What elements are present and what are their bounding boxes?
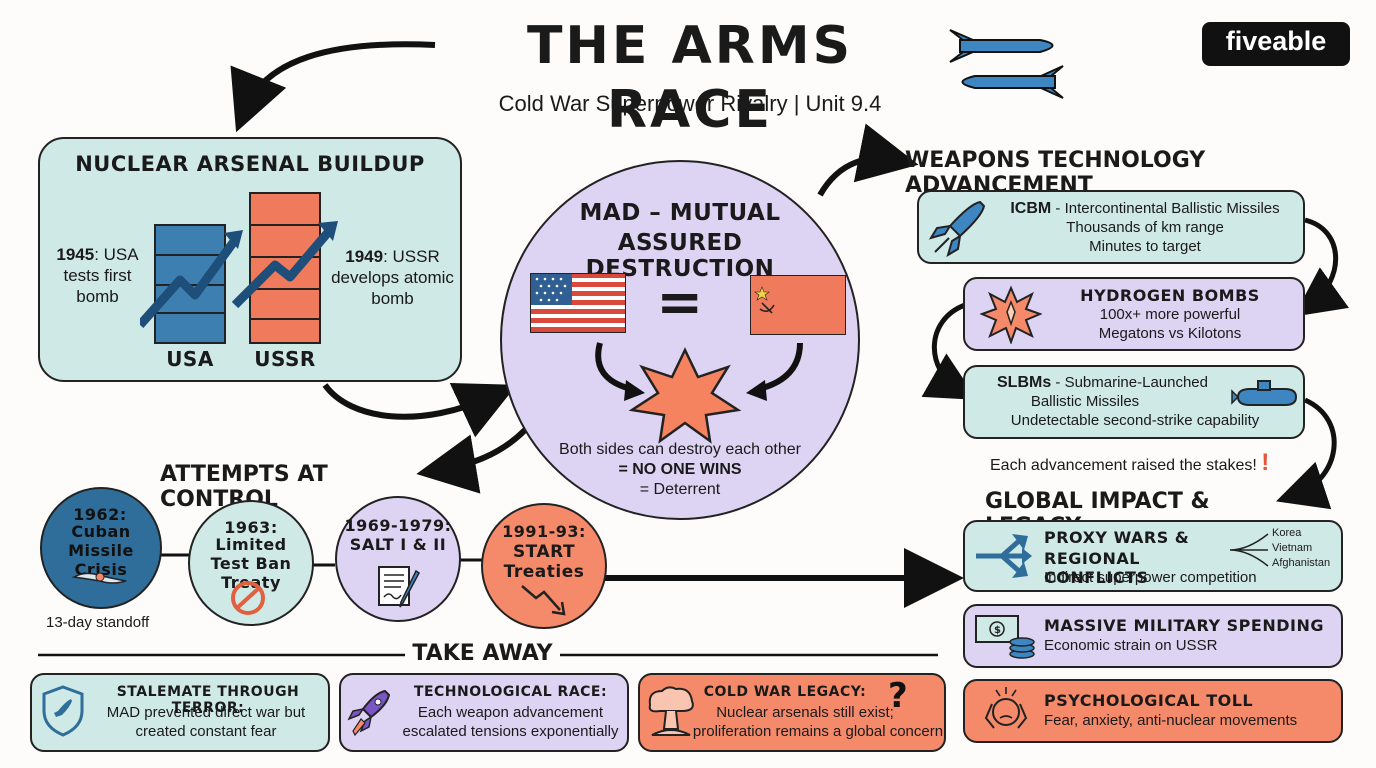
mushroom-cloud-icon [648,686,694,736]
slbm-label: SLBMs [997,374,1052,391]
trend-down-icon [521,585,566,616]
mad-circle [500,160,860,520]
takeaway-stalemate-title: STALEMATE THROUGH TERROR: [116,684,300,716]
hbomb-title: HYDROGEN BOMBS [1080,286,1260,305]
hbomb-line-1: 100x+ more powerful [1099,306,1241,323]
arrow-mad-to-control [416,427,528,494]
takeaway-legacy-title: COLD WAR LEGACY: [703,684,867,700]
event-1969-year: 1969-1979: [344,516,452,535]
arrow-title-to-arsenal [230,41,436,133]
cuba-map-icon [71,572,127,584]
arrow-arsenal-to-mad [322,383,517,438]
ban-icon [231,581,265,615]
arrow-icbm-to-hbomb [1293,217,1349,317]
note-1945: : USA tests first bomb [63,245,139,306]
spending-desc: Economic strain on USSR [1044,637,1218,654]
event-1962[interactable] [40,487,162,609]
icbm-line-3: Minutes to target [1089,238,1201,255]
submarine-icon [1231,380,1298,406]
stressed-face-icon [984,687,1028,729]
icbm-label: ICBM [1010,200,1052,217]
hbomb-line-2: Megatons vs Kilotons [1098,325,1242,342]
shield-icon [42,685,84,737]
mad-desc-1: Both sides can destroy each other [559,441,801,458]
mad-title-line1: MAD – MUTUAL [579,200,781,226]
page-title: THE ARMS RACE [526,16,854,140]
question-mark-icon: ? [888,676,909,716]
money-icon: $ [975,615,1035,659]
takeaway-legacy-line2: proliferation remains a global concern [692,723,944,740]
icbm-desc: - Intercontinental Ballistic Missiles [1051,200,1280,217]
explosion-icon [595,342,803,444]
standoff-note: 13-day standoff [46,614,150,631]
slbm-line-3: Undetectable second-strike capability [1010,412,1260,429]
takeaway-stalemate-line2: created constant fear [135,723,277,740]
event-1963-year: 1963: [224,518,278,537]
event-1962-name: Cuban Missile Crisis [68,522,134,579]
logo-text: fiveable [1225,26,1327,56]
event-1969-name: SALT I & II [349,535,447,554]
takeaway-title: TAKE AWAY [412,641,553,666]
takeaway-tech-line1: Each weapon advancement [417,704,604,721]
proxy-place-korea: Korea [1272,527,1302,539]
proxy-title-1: PROXY WARS & [1044,528,1190,547]
event-1991-name: START Treaties [503,542,585,582]
ussr-flag-icon [750,275,846,335]
spending-title: MASSIVE MILITARY SPENDING [1044,616,1324,635]
proxy-place-afghanistan: Afghanistan [1272,557,1331,569]
bar-label-ussr: USSR [254,347,316,371]
arsenal-1945-note: 1945: USA tests first bomb [45,244,150,307]
arsenal-title: NUCLEAR ARSENAL BUILDUP [75,152,425,176]
document-icon [378,566,420,608]
toll-card [963,679,1343,743]
takeaway-card-legacy [638,673,946,752]
event-1991-year: 1991-93: [502,522,586,541]
takeaway-tech-line2: escalated tensions exponentially [402,723,619,740]
toll-desc: Fear, anxiety, anti-nuclear movements [1044,712,1298,729]
icbm-line-1: ICBM - Intercontinental Ballistic Missil… [990,200,1300,218]
toll-title: PSYCHOLOGICAL TOLL [1044,691,1254,710]
slbm-desc: - Submarine-Launched [1051,374,1208,391]
branch-lines [1229,533,1269,567]
usa-flag-icon [530,273,626,333]
arrow-mad-to-weapons [817,123,919,197]
mad-desc-2: = NO ONE WINS [618,461,742,478]
weapons-note: Each advancement raised the stakes! ! [990,449,1290,477]
missiles-icon [949,29,1064,99]
exclamation-icon: ! [1261,449,1270,476]
svg-text:$: $ [994,625,1001,636]
rocket-launch-icon [347,689,391,737]
arsenal-1949-note: 1949: USSR develops atomic bomb [330,246,455,309]
event-1991[interactable] [481,503,607,629]
page-subtitle: Cold War Superpower Rivalry | Unit 9.4 [498,91,882,116]
takeaway-tech-title: TECHNOLOGICAL RACE: [413,684,608,700]
note-1949: : USSR develops atomic bomb [331,247,454,308]
fiveable-logo[interactable]: fiveable [1202,22,1350,66]
event-1963[interactable] [188,500,314,626]
takeaway-legacy-line1: Nuclear arsenals still exist; [716,704,894,721]
hbomb-explosion-icon [980,285,1042,344]
weapons-note-text: Each advancement raised the stakes! [990,457,1257,474]
takeaway-card-tech [339,673,629,752]
event-1962-year: 1962: [73,505,127,524]
proxy-desc: Indirect superpower competition [1044,569,1257,586]
icbm-line-2: Thousands of km range [1066,219,1224,236]
slbm-line-1: SLBMs - Submarine-Launched [975,374,1230,392]
mad-desc-3: = Deterrent [639,481,721,498]
rocket-icon [928,200,986,258]
year-1945: 1945 [56,245,95,264]
split-arrows-icon [976,534,1032,578]
takeaway-stalemate-line1: MAD prevented direct war but [106,704,306,721]
mad-title-line2: ASSURED DESTRUCTION [585,230,775,282]
equals-sign: = [656,270,704,335]
slbm-line-2: Ballistic Missiles [1030,393,1140,410]
year-1949: 1949 [345,247,384,266]
arsenal-bar-chart [140,192,338,344]
proxy-place-vietnam: Vietnam [1272,542,1313,554]
bar-label-usa: USA [166,347,214,371]
proxy-title-2: REGIONAL CONFLICTS [1044,549,1149,587]
arrow-hbomb-to-slbm [921,302,978,400]
